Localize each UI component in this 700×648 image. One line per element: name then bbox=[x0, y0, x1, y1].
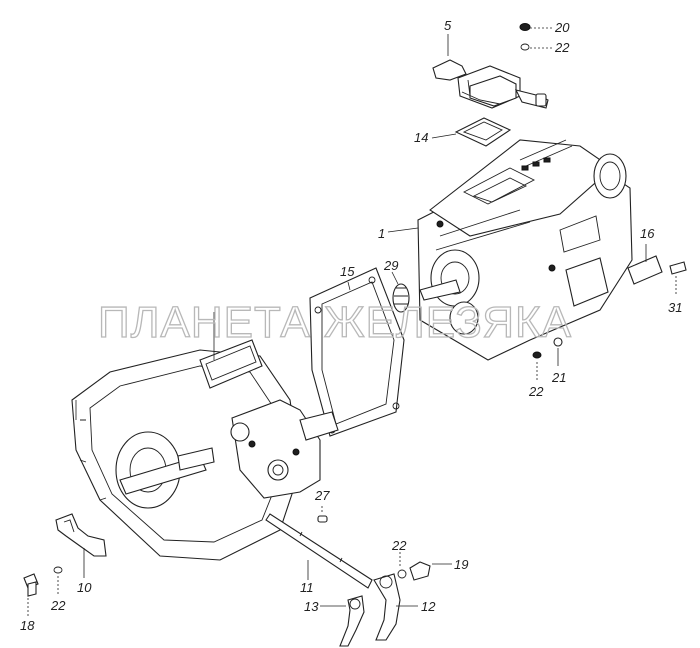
callout-11: 11 bbox=[300, 580, 314, 595]
callout-27: 27 bbox=[314, 488, 330, 503]
callout-1: 1 bbox=[378, 226, 385, 241]
lever-13 bbox=[339, 595, 365, 647]
watermark-text: ПЛАНЕТА ЖЕЛЕЗЯКА bbox=[98, 298, 572, 347]
callout-12: 12 bbox=[421, 599, 436, 614]
callout-14: 14 bbox=[414, 130, 428, 145]
clutch-housing bbox=[71, 339, 301, 561]
callout-22-right: 22 bbox=[528, 384, 544, 399]
callout-labels: 5 20 22 14 1 16 29 15 31 21 22 27 22 19 … bbox=[20, 18, 682, 633]
callout-21: 21 bbox=[551, 370, 566, 385]
bolt-21 bbox=[553, 337, 563, 347]
pin-27 bbox=[317, 515, 328, 523]
callout-22-left: 22 bbox=[50, 598, 66, 613]
bolt-19 bbox=[409, 561, 431, 581]
callout-16: 16 bbox=[640, 226, 655, 241]
lever-12 bbox=[373, 573, 401, 641]
callout-22-bottom: 22 bbox=[391, 538, 407, 553]
washer-22-right bbox=[532, 351, 542, 359]
callout-19: 19 bbox=[454, 557, 468, 572]
gasket-15 bbox=[309, 267, 405, 437]
washer-22-bottom bbox=[397, 569, 407, 579]
cover-gasket-14 bbox=[454, 117, 512, 147]
callout-15: 15 bbox=[340, 264, 355, 279]
callout-20: 20 bbox=[554, 20, 570, 35]
shift-mechanism-assembly bbox=[432, 59, 549, 109]
washer-22-top bbox=[520, 43, 530, 51]
callout-18: 18 bbox=[20, 618, 35, 633]
bolt-18 bbox=[23, 573, 39, 597]
nut-20 bbox=[519, 23, 531, 31]
bearing-29 bbox=[392, 283, 410, 313]
callout-10: 10 bbox=[77, 580, 92, 595]
release-fork-10 bbox=[55, 513, 107, 557]
shift-shaft-11 bbox=[265, 513, 373, 589]
callout-22-top: 22 bbox=[554, 40, 570, 55]
cover-plate-16 bbox=[627, 255, 663, 285]
callout-29: 29 bbox=[383, 258, 398, 273]
valve-block-assembly bbox=[230, 399, 339, 499]
bolt-31 bbox=[669, 261, 687, 275]
gearbox-housing-1 bbox=[417, 139, 633, 361]
callout-13: 13 bbox=[304, 599, 319, 614]
callout-31: 31 bbox=[668, 300, 682, 315]
leader-lines bbox=[27, 27, 677, 618]
callout-5: 5 bbox=[444, 18, 452, 33]
washer-22-left bbox=[53, 566, 63, 574]
